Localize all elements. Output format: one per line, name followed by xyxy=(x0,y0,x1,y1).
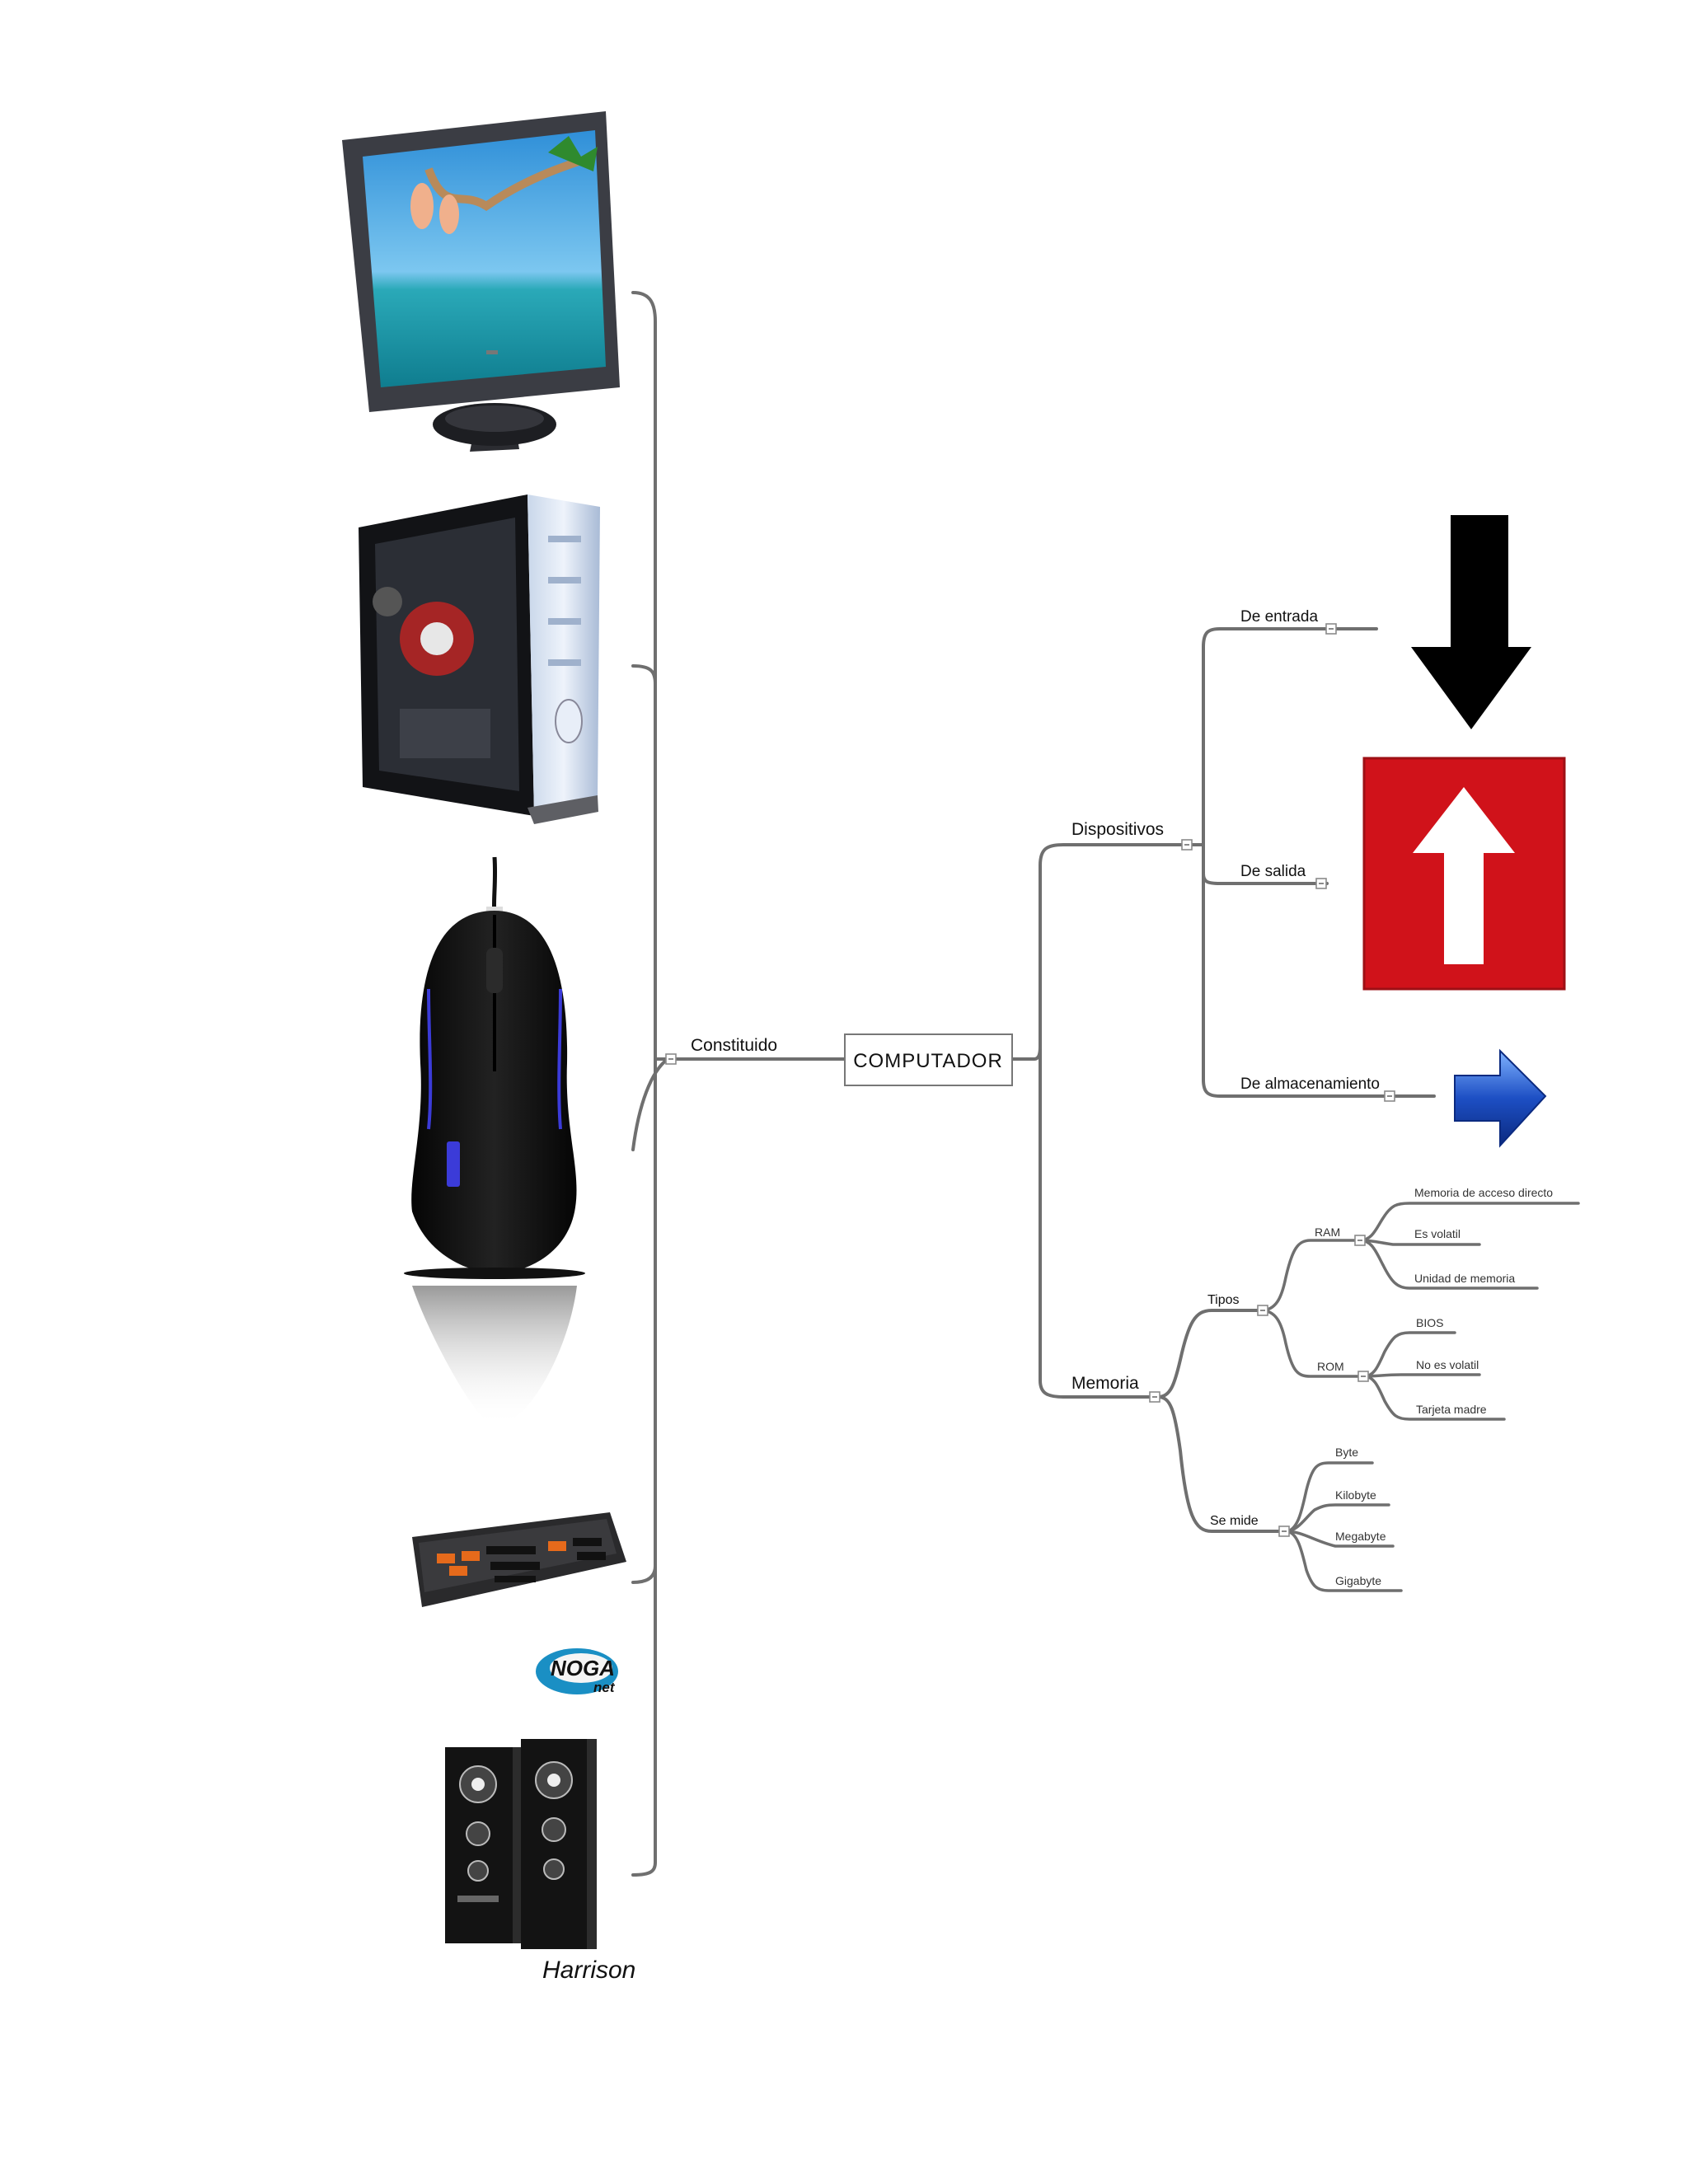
node-ram-item-2[interactable]: Es volatil xyxy=(1414,1227,1461,1240)
node-tipos-label[interactable]: Tipos xyxy=(1207,1293,1240,1307)
harrison-logo: Harrison xyxy=(542,1957,635,1984)
branch-constituido-label[interactable]: Constituido xyxy=(691,1036,777,1055)
knob-de-entrada[interactable] xyxy=(1325,623,1337,635)
connectors xyxy=(631,291,1580,1877)
knob-se-mide[interactable] xyxy=(1278,1526,1290,1537)
center-node[interactable]: COMPUTADOR xyxy=(844,1033,1013,1086)
node-kilobyte-label[interactable]: Kilobyte xyxy=(1335,1488,1376,1502)
knob-dispositivos[interactable] xyxy=(1181,839,1193,851)
node-de-almacenamiento-label[interactable]: De almacenamiento xyxy=(1240,1076,1380,1093)
right-arrow-icon xyxy=(1454,1048,1547,1148)
keyboard-image xyxy=(412,1512,626,1607)
noganet-logo-text: NOGA xyxy=(551,1656,615,1680)
knob-rom[interactable] xyxy=(1357,1371,1369,1382)
knob-ram[interactable] xyxy=(1354,1235,1366,1246)
node-megabyte-label[interactable]: Megabyte xyxy=(1335,1530,1386,1543)
center-node-label: COMPUTADOR xyxy=(853,1050,1003,1072)
branch-memoria-label[interactable]: Memoria xyxy=(1071,1374,1139,1393)
node-de-entrada-label[interactable]: De entrada xyxy=(1240,608,1318,626)
knob-de-salida[interactable] xyxy=(1315,878,1327,889)
down-arrow-icon xyxy=(1411,515,1531,729)
node-ram-item-1[interactable]: Memoria de acceso directo xyxy=(1414,1186,1553,1199)
node-rom-item-3[interactable]: Tarjeta madre xyxy=(1416,1403,1487,1416)
noganet-logo: NOGA net xyxy=(536,1648,618,1695)
node-ram-label[interactable]: RAM xyxy=(1315,1226,1340,1239)
node-gigabyte-label[interactable]: Gigabyte xyxy=(1335,1574,1381,1587)
harrison-logo-text: Harrison xyxy=(542,1957,635,1984)
node-de-salida-label[interactable]: De salida xyxy=(1240,863,1306,880)
node-rom-label[interactable]: ROM xyxy=(1317,1360,1344,1373)
noganet-logo-subtext: net xyxy=(593,1680,616,1695)
node-ram-item-3[interactable]: Unidad de memoria xyxy=(1414,1272,1515,1285)
collapse-knobs xyxy=(665,623,1395,1537)
node-byte-label[interactable]: Byte xyxy=(1335,1446,1358,1459)
knob-constituido[interactable] xyxy=(665,1053,677,1065)
speakers-image xyxy=(445,1739,597,1949)
monitor-image xyxy=(342,111,620,452)
branch-dispositivos-label[interactable]: Dispositivos xyxy=(1071,820,1164,839)
node-rom-item-1[interactable]: BIOS xyxy=(1416,1316,1443,1329)
node-rom-item-2[interactable]: No es volatil xyxy=(1416,1358,1479,1371)
pc-tower-image xyxy=(359,494,600,824)
mouse-image xyxy=(404,856,585,1426)
knob-tipos[interactable] xyxy=(1257,1305,1268,1316)
knob-de-almacenamiento[interactable] xyxy=(1384,1090,1395,1102)
knob-memoria[interactable] xyxy=(1149,1391,1160,1403)
up-arrow-icon xyxy=(1362,757,1566,991)
node-se-mide-label[interactable]: Se mide xyxy=(1210,1514,1259,1528)
